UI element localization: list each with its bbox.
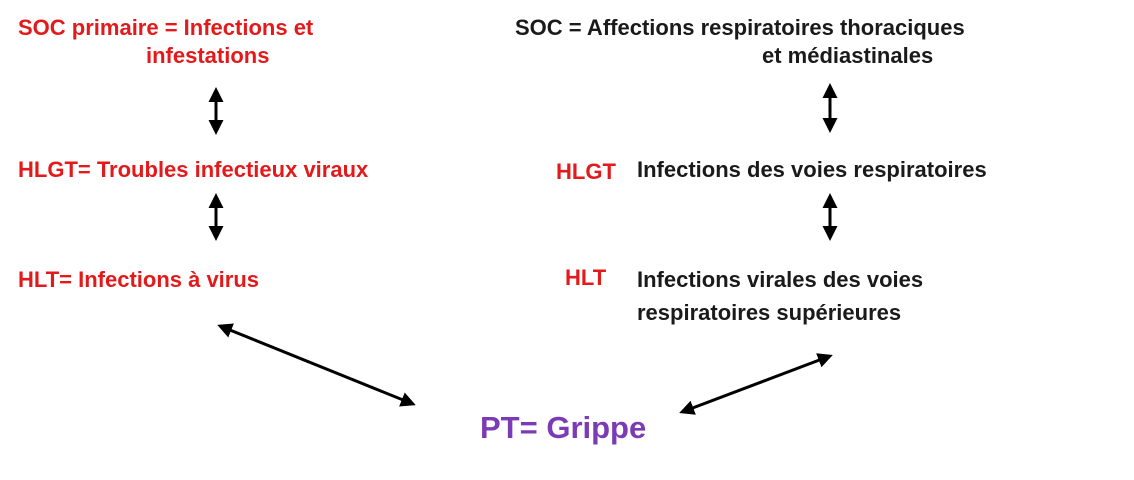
right-hlt-line2: respiratoires supérieures — [637, 300, 902, 325]
right-hlgt-label: HLGT — [556, 159, 616, 184]
left-soc-line2: infestations — [146, 43, 270, 68]
pt-grippe: PT= Grippe — [480, 410, 647, 445]
right-hlt-pt-double-arrow — [679, 353, 833, 415]
right-hlt-label: HLT — [565, 265, 607, 290]
right-soc-line1: SOC = Affections respiratoires thoraciqu… — [515, 15, 965, 40]
left-hlgt: HLGT= Troubles infectieux viraux — [18, 157, 369, 182]
right-soc-line2: et médiastinales — [762, 43, 934, 68]
right-hlt-line1: Infections virales des voies — [637, 267, 924, 292]
right-hlgt-text: Infections des voies respiratoires — [637, 157, 987, 182]
left-hlt: HLT= Infections à virus — [18, 267, 260, 292]
left-hlt-pt-double-arrow — [217, 323, 416, 407]
left-soc-line1: SOC primaire = Infections et — [18, 15, 314, 40]
